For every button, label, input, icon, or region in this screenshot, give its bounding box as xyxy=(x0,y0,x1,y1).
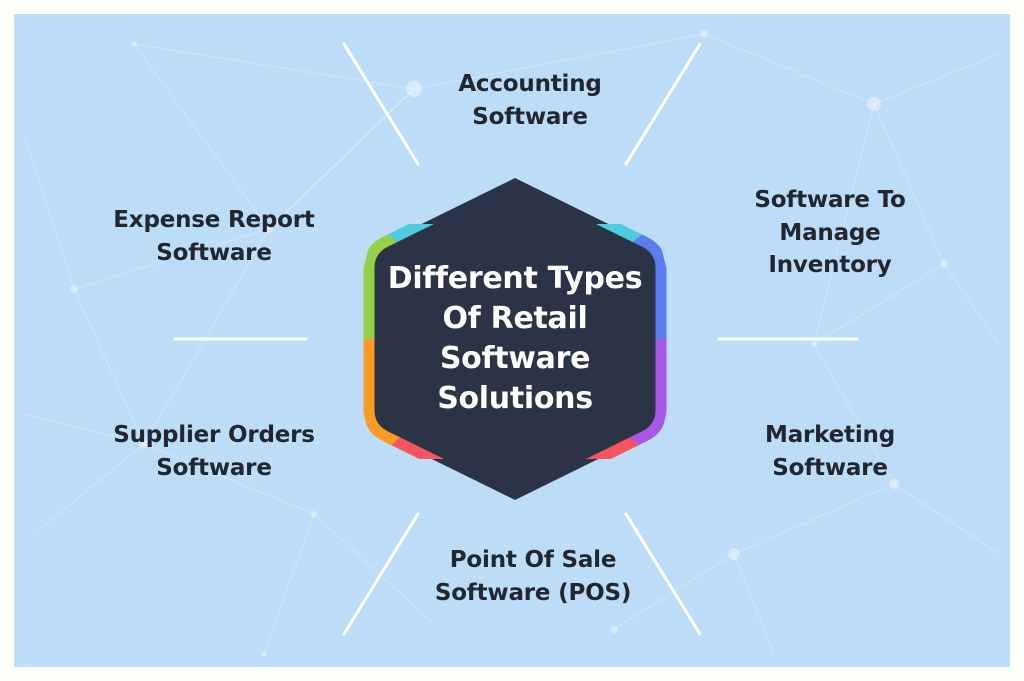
label-pos-line-2: Software (POS) xyxy=(434,579,632,606)
label-pos-software: Point Of Sale Software (POS) xyxy=(373,544,693,609)
hexagon-shape xyxy=(345,178,685,500)
infographic-canvas: Different Types Of Retail Software Solut… xyxy=(14,14,1010,667)
label-inventory-line-1: Software To xyxy=(754,187,906,213)
label-expense-line-2: Software xyxy=(156,239,272,266)
label-accounting-software: Accounting Software xyxy=(380,68,680,133)
label-marketing-line-1: Marketing xyxy=(765,422,895,448)
label-inventory-line-2: Manage xyxy=(779,219,881,246)
label-expense-line-1: Expense Report xyxy=(113,207,315,233)
label-inventory-line-3: Inventory xyxy=(768,252,892,279)
label-marketing-software: Marketing Software xyxy=(690,419,970,484)
label-accounting-line-1: Accounting xyxy=(458,71,602,97)
label-supplier-line-1: Supplier Orders xyxy=(113,422,315,448)
label-accounting-line-2: Software xyxy=(472,103,588,130)
center-hexagon-badge: Different Types Of Retail Software Solut… xyxy=(345,164,685,514)
label-pos-line-1: Point Of Sale xyxy=(449,547,617,573)
label-supplier-line-2: Software xyxy=(156,454,272,481)
label-expense-report-software: Expense Report Software xyxy=(64,204,364,269)
label-inventory-software: Software To Manage Inventory xyxy=(690,184,970,282)
label-supplier-orders-software: Supplier Orders Software xyxy=(64,419,364,484)
label-marketing-line-2: Software xyxy=(772,454,888,481)
